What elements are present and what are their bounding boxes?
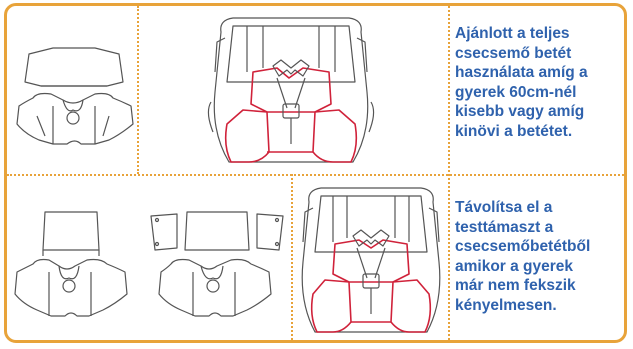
divider-horizontal — [7, 174, 624, 176]
instruction-text-step1: Ajánlott a teljes csecsemő betét használ… — [455, 24, 627, 141]
insert-without-body-support-icon — [147, 206, 287, 336]
full-infant-insert-icon — [11, 40, 137, 160]
instruction-text-step2: Távolítsa el a testtámaszt a csecsemőbet… — [455, 198, 627, 315]
car-seat-with-reduced-insert-icon — [295, 182, 447, 342]
insert-outline-icon — [11, 206, 131, 336]
divider-vertical — [448, 6, 450, 340]
instruction-panel: Ajánlott a teljes csecsemő betét használ… — [4, 3, 627, 343]
divider-vertical — [137, 6, 139, 174]
car-seat-with-full-insert-icon — [203, 12, 379, 172]
divider-vertical — [291, 174, 293, 340]
